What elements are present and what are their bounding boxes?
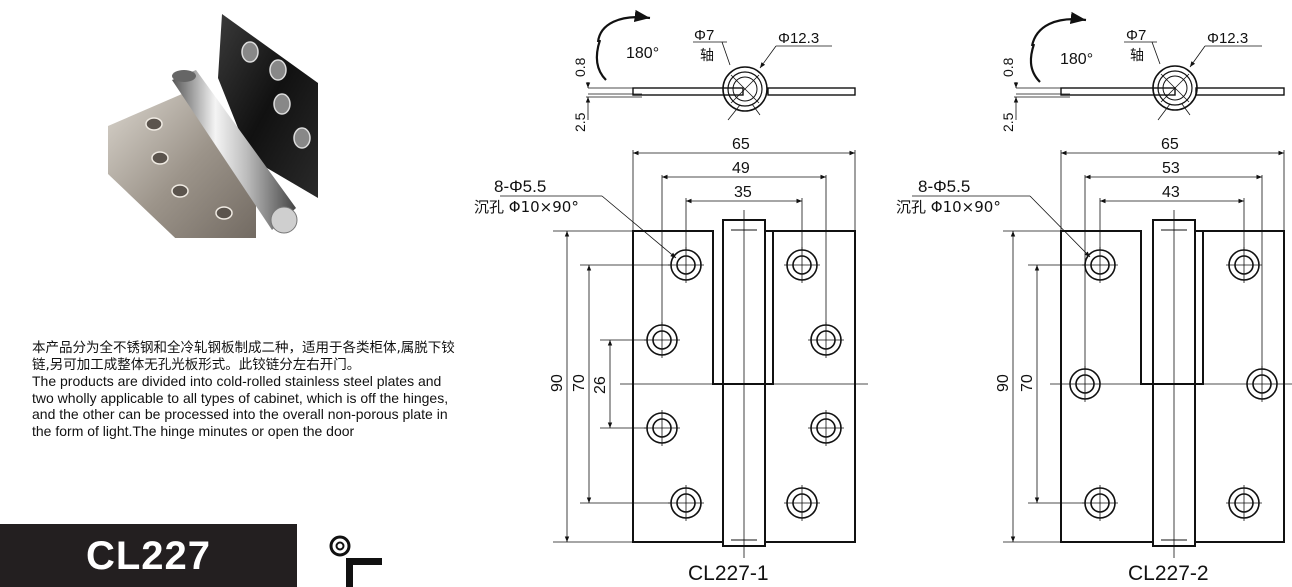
holes-label: 8-Φ5.5 <box>918 177 970 196</box>
height-label: 90 <box>549 374 566 392</box>
height-label: 90 <box>995 374 1012 392</box>
hole-2 <box>644 322 680 358</box>
description-en: The products are divided into cold-rolle… <box>32 373 449 439</box>
width-label: 65 <box>732 136 750 153</box>
hole-6 <box>808 322 844 358</box>
hole-vertical-label: 70 <box>1019 374 1036 392</box>
holes-label: 8-Φ5.5 <box>494 177 546 196</box>
offset-label: 2.5 <box>572 112 588 132</box>
caption-cl227-2: CL227-2 <box>1128 562 1209 585</box>
pin-dia-label: Φ7 <box>694 27 714 44</box>
hole-4 <box>668 485 704 521</box>
hole-1 <box>1082 247 1118 283</box>
countersink-label: 沉孔 Φ10×90° <box>896 198 1001 216</box>
hole-5 <box>784 247 820 283</box>
hole-span-2-label: 35 <box>734 184 752 201</box>
hole-3 <box>1082 485 1118 521</box>
hole-4 <box>1226 247 1262 283</box>
pin-label: 轴 <box>1130 48 1144 64</box>
hinge-symbol-icon <box>329 535 382 587</box>
hole-vertical-inner-label: 26 <box>592 376 609 394</box>
hole-6 <box>1226 485 1262 521</box>
hole-span-1-label: 53 <box>1162 160 1180 177</box>
pin-label: 轴 <box>700 48 714 64</box>
hinge-photo <box>108 14 318 238</box>
hole-span-1-label: 49 <box>732 160 750 177</box>
drawing-cl227-2 <box>912 11 1292 558</box>
width-label: 65 <box>1161 136 1179 153</box>
drawing-cl227-1 <box>500 9 868 558</box>
model-number: CL227 <box>85 534 212 578</box>
hole-3 <box>644 410 680 446</box>
thickness-label: 0.8 <box>1000 57 1016 77</box>
model-banner: CL227 <box>0 524 297 587</box>
knuckle-dia-label: Φ12.3 <box>1207 30 1248 47</box>
rotation-label: 180° <box>626 45 659 62</box>
hole-8 <box>784 485 820 521</box>
knuckle-dia-label: Φ12.3 <box>778 30 819 47</box>
offset-label: 2.5 <box>1000 112 1016 132</box>
description-cn: 本产品分为全不锈钢和全冷轧钢板制成二种，适用于各类柜体,属脱下铰链,另可加工成整… <box>32 340 455 373</box>
pin-dia-label: Φ7 <box>1126 27 1146 44</box>
drawing-2-labels: 180° Φ7 轴 Φ12.3 0.8 2.5 65 53 43 8-Φ5.5 … <box>896 27 1248 392</box>
caption-cl227-1: CL227-1 <box>688 562 769 585</box>
hole-2 <box>1069 366 1101 402</box>
rotation-label: 180° <box>1060 51 1093 68</box>
countersink-label: 沉孔 Φ10×90° <box>474 198 579 216</box>
drawing-1-labels: 180° Φ7 轴 Φ12.3 0.8 2.5 65 49 35 8-Φ5.5 … <box>474 27 819 394</box>
hole-1 <box>668 247 704 283</box>
hole-7 <box>808 410 844 446</box>
hole-span-2-label: 43 <box>1162 184 1180 201</box>
hole-vertical-label: 70 <box>571 374 588 392</box>
thickness-label: 0.8 <box>572 57 588 77</box>
product-description: 本产品分为全不锈钢和全冷轧钢板制成二种，适用于各类柜体,属脱下铰链,另可加工成整… <box>32 340 462 440</box>
